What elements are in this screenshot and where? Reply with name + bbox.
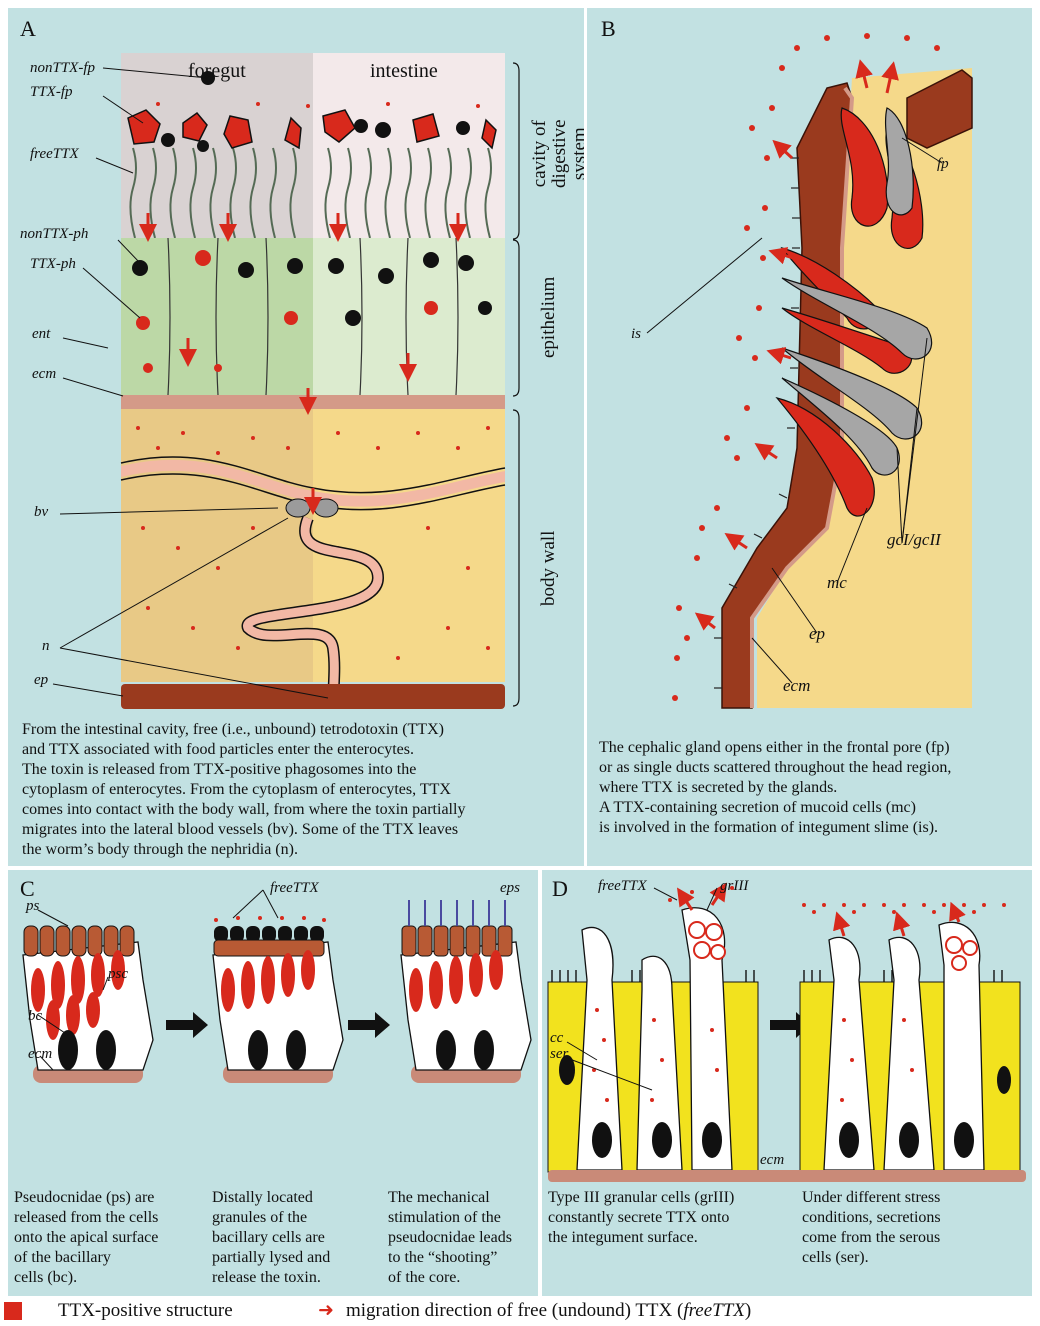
label-ep-a: ep: [34, 672, 48, 689]
panel-c: C: [8, 870, 538, 1296]
label-mc: mc: [827, 573, 847, 593]
integument-stage-2: [798, 900, 1022, 1172]
arrow-c1: [166, 1012, 208, 1038]
label-ps: ps: [26, 898, 39, 915]
nephridium-bulb-right: [314, 499, 338, 517]
label-cavity: cavity of digestive system: [530, 119, 584, 188]
legend-migration-suffix: ): [745, 1300, 751, 1321]
legend-ttx-label: TTX-positive structure: [58, 1300, 233, 1322]
label-freettx-a: freeTTX: [30, 146, 79, 163]
label-n: n: [42, 638, 50, 655]
ecm-d: [548, 1170, 1026, 1182]
legend: TTX-positive structure ➜ migration direc…: [0, 1300, 1040, 1326]
caption-d1: Type III granular cells (grIII) constant…: [548, 1188, 788, 1248]
panel-d: D: [542, 870, 1032, 1296]
label-ser: ser: [550, 1046, 568, 1063]
label-foregut: foregut: [188, 60, 246, 83]
bacillary-cell-stage-2: [213, 916, 343, 1083]
label-body-wall: body wall: [538, 531, 560, 606]
body-wall-intestine: [313, 409, 505, 682]
caption-a: From the intestinal cavity, free (i.e., …: [22, 720, 577, 860]
bacillary-cell-stage-3: [401, 900, 531, 1083]
epidermis-a: [121, 684, 505, 709]
caption-c1: Pseudocnidae (ps) are released from the …: [14, 1188, 204, 1288]
label-gc: gcI/gcII: [887, 530, 941, 550]
label-freettx-c: freeTTX: [270, 880, 319, 897]
label-freettx-d: freeTTX: [598, 878, 647, 895]
caption-b: The cephalic gland opens either in the f…: [599, 738, 1024, 838]
region-brackets: [513, 63, 519, 706]
ecm-layer-a: [121, 395, 505, 409]
arrow-c2: [348, 1012, 390, 1038]
label-cc: cc: [550, 1030, 563, 1047]
label-nonttx-fp: nonTTX-fp: [30, 60, 95, 77]
secretion-layer: [798, 900, 1022, 918]
legend-arrow-icon: ➜: [318, 1299, 334, 1321]
legend-ttx-swatch: [4, 1302, 22, 1320]
label-ecm-d: ecm: [760, 1152, 784, 1169]
label-ecm-b: ecm: [783, 676, 810, 696]
label-ecm-c: ecm: [28, 1046, 52, 1063]
label-psc: psc: [108, 966, 128, 983]
label-epithelium: epithelium: [538, 277, 560, 358]
label-intestine: intestine: [370, 60, 438, 83]
panel-b: B: [587, 8, 1032, 866]
caption-c2: Distally located granules of the bacilla…: [212, 1188, 382, 1288]
label-ep-b: ep: [809, 624, 825, 644]
label-nonttx-ph: nonTTX-ph: [20, 226, 88, 243]
legend-migration-prefix: migration direction of free (undound) TT…: [346, 1300, 683, 1321]
label-ttx-fp: TTX-fp: [30, 84, 73, 101]
integument-stage-1: [548, 886, 758, 1172]
caption-c3: The mechanical stimulation of the pseudo…: [388, 1188, 538, 1288]
label-ent: ent: [32, 326, 50, 343]
label-griii: grIII: [720, 878, 748, 895]
legend-migration-label: migration direction of free (undound) TT…: [346, 1300, 751, 1322]
legend-migration-term: freeTTX: [683, 1300, 745, 1321]
panel-a: A: [8, 8, 584, 866]
label-bv: bv: [34, 504, 48, 521]
nephridium-bulb-left: [286, 499, 310, 517]
label-ttx-ph: TTX-ph: [30, 256, 76, 273]
label-ecm-a: ecm: [32, 366, 56, 383]
label-is: is: [631, 326, 641, 343]
label-eps: eps: [500, 880, 520, 897]
label-bc: bc: [28, 1008, 42, 1025]
caption-d2: Under different stress conditions, secre…: [802, 1188, 1022, 1268]
label-fp: fp: [937, 156, 949, 173]
